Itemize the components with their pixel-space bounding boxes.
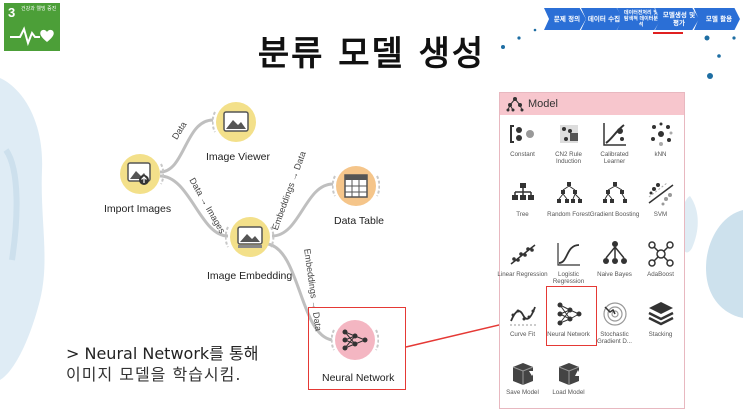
tile-tree[interactable]: Tree	[500, 177, 545, 233]
data-table-widget[interactable]	[332, 162, 380, 210]
model-category-icon	[506, 97, 524, 112]
linear-regression-icon	[510, 244, 536, 265]
logistic-regression-icon	[557, 243, 580, 266]
model-panel-title: Model	[528, 98, 558, 110]
random-forest-icon	[557, 182, 582, 203]
sgd-icon	[603, 302, 627, 326]
sdg-text: 건강과 웰빙 증진	[21, 6, 57, 12]
caption-line-1: > Neural Network를 통해	[66, 344, 259, 363]
sdg-goal-badge: 3 건강과 웰빙 증진	[4, 3, 60, 51]
constant-icon	[510, 125, 534, 143]
tile-curve-fit[interactable]: Curve Fit	[500, 297, 545, 353]
data-table-label: Data Table	[334, 215, 385, 227]
image-embedding-label: Image Embedding	[207, 270, 293, 282]
load-model-icon	[558, 363, 581, 385]
heartbeat-icon	[10, 26, 54, 47]
step-model-creation-evaluation[interactable]: 모델생성 및 평가	[655, 8, 699, 30]
tile-stochastic-gradient-descent[interactable]: Stochastic Gradient D...	[592, 297, 637, 353]
tile-save-model[interactable]: Save Model	[500, 355, 545, 409]
neural-network-widget[interactable]	[331, 316, 379, 364]
tile-linear-regression[interactable]: Linear Regression	[497, 237, 548, 293]
step-problem-definition[interactable]: 문제 정의	[544, 8, 586, 30]
gradient-boosting-icon	[603, 182, 627, 203]
curve-fit-icon	[510, 306, 536, 326]
neural-network-canvas-highlight	[308, 307, 406, 390]
tile-naive-bayes[interactable]: Naive Bayes	[592, 237, 637, 293]
naive-bayes-icon	[603, 241, 627, 264]
tile-adaboost[interactable]: AdaBoost	[638, 237, 683, 293]
tile-calibrated-learner[interactable]: Calibrated Learner	[592, 117, 637, 173]
tree-icon	[512, 183, 534, 200]
active-step-underline	[653, 32, 683, 34]
adaboost-icon	[648, 241, 674, 267]
svm-icon	[648, 182, 674, 206]
knn-icon	[651, 122, 673, 146]
sdg-number: 3	[8, 5, 16, 20]
model-widget-panel: Model Constant CN2 Rule Induction Calibr…	[497, 92, 685, 409]
stacking-icon	[648, 302, 674, 326]
tile-logistic-regression[interactable]: Logistic Regression	[546, 237, 591, 293]
import-images-label: Import Images	[104, 203, 172, 215]
tile-cn2-rule-induction[interactable]: CN2 Rule Induction	[546, 117, 591, 173]
calibrated-icon	[603, 123, 626, 146]
step-preprocessing-eda[interactable]: 데이터전처리 및 탐색적 데이터분석	[617, 8, 661, 30]
neural-network-icon	[557, 302, 582, 326]
page-title: 분류 모델 생성	[257, 34, 486, 74]
model-panel-header[interactable]: Model	[500, 93, 684, 115]
tile-load-model[interactable]: Load Model	[546, 355, 591, 409]
step-model-usage[interactable]: 모델 활용	[694, 8, 740, 30]
tile-svm[interactable]: SVM	[638, 177, 683, 233]
image-embedding-widget[interactable]	[225, 213, 275, 261]
image-viewer-label: Image Viewer	[206, 151, 271, 163]
tile-gradient-boosting[interactable]: Gradient Boosting	[590, 177, 639, 233]
image-viewer-widget[interactable]	[212, 98, 260, 146]
tile-knn[interactable]: kNN	[638, 117, 683, 173]
tile-stacking[interactable]: Stacking	[638, 297, 683, 353]
neural-network-tile-highlight	[546, 286, 597, 346]
import-images-widget[interactable]	[116, 150, 164, 198]
step-data-collection[interactable]: 데이터 수집	[581, 8, 623, 30]
save-model-icon	[512, 363, 535, 385]
tile-constant[interactable]: Constant	[500, 117, 545, 173]
cn2-icon	[560, 125, 578, 143]
caption-line-2: 이미지 모델을 학습시킴.	[66, 365, 242, 384]
tile-random-forest[interactable]: Random Forest	[546, 177, 591, 233]
neural-network-label: Neural Network	[322, 372, 395, 384]
tile-neural-network[interactable]: Neural Network	[546, 297, 591, 353]
